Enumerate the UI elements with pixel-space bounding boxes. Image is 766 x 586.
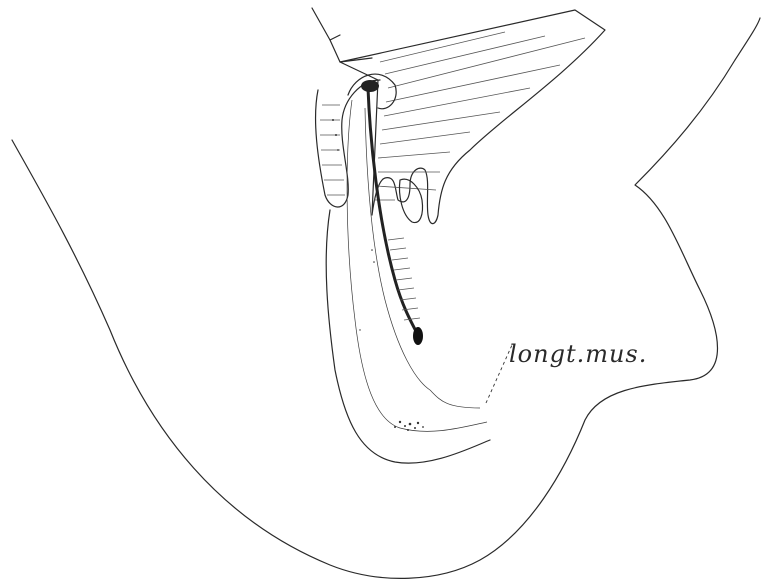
rod-dark-tip [413, 327, 423, 345]
hanging-process [400, 179, 423, 222]
tube-inner-wall-left [347, 100, 487, 431]
longt-mus-label: longt.mus. [509, 340, 647, 368]
rod-head-dark [361, 80, 379, 92]
top-notch [330, 40, 372, 62]
tube-outer-wall [326, 210, 490, 463]
outer-body-outline [12, 18, 760, 578]
tube-inner-wall-right [365, 108, 480, 408]
striated-muscle-block [340, 10, 605, 224]
top-edge-line [312, 8, 340, 40]
